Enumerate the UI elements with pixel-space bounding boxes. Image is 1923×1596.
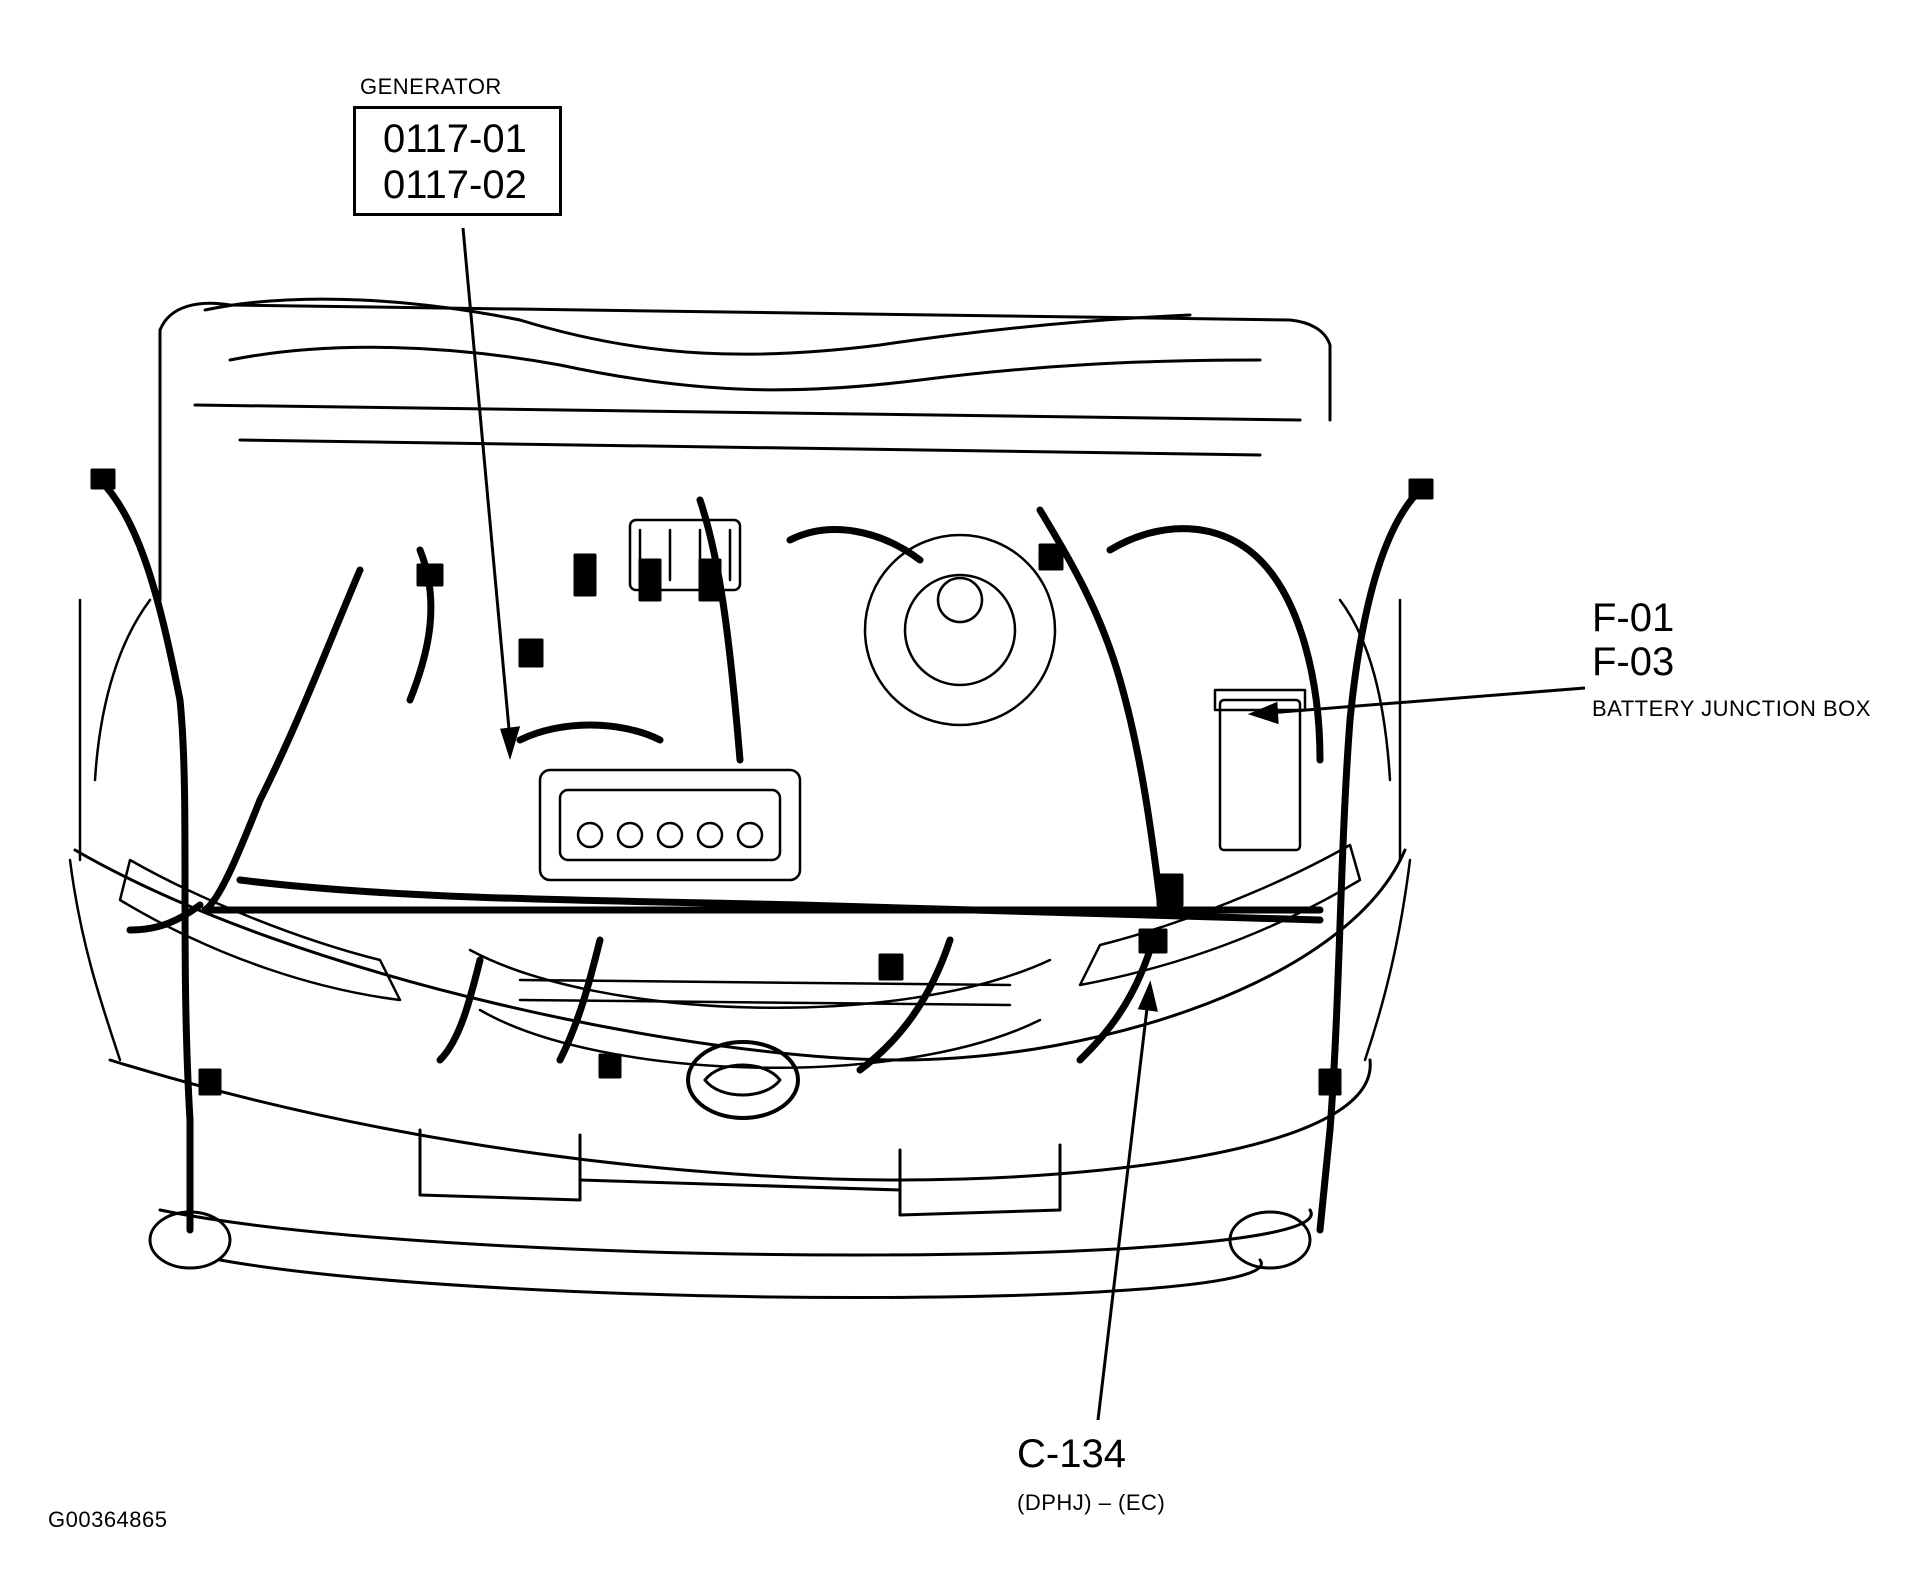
leader-lines xyxy=(461,227,1586,1421)
junction-box-code-1: F-01 xyxy=(1592,596,1675,640)
junction-box-leader-line xyxy=(1267,686,1586,715)
fender-outlines xyxy=(68,598,1412,1062)
connector-leader-line xyxy=(1096,999,1150,1421)
wiring-harness xyxy=(96,476,1424,1234)
connector-arrowhead xyxy=(1137,980,1158,1012)
generator-code-2: 0117-02 xyxy=(383,163,527,207)
generator-code-box: 0117-01 0117-02 xyxy=(353,106,562,216)
junction-box-code-2: F-03 xyxy=(1592,640,1675,684)
junction-box-label: BATTERY JUNCTION BOX xyxy=(1592,696,1871,721)
generator-arrowhead xyxy=(500,726,521,761)
figure-id: G00364865 xyxy=(48,1507,168,1532)
headlights xyxy=(118,843,1362,1002)
hood-outline xyxy=(158,297,1332,602)
generator-leader-line xyxy=(461,227,512,741)
engine-block xyxy=(538,518,1307,882)
connector-code: C-134 xyxy=(1017,1432,1126,1476)
connectors xyxy=(90,468,1434,1096)
grille xyxy=(468,948,1052,1120)
generator-code-1: 0117-01 xyxy=(383,117,527,161)
junction-box-arrowhead xyxy=(1247,701,1279,725)
generator-label: GENERATOR xyxy=(360,74,502,99)
connector-detail: (DPHJ) – (EC) xyxy=(1017,1490,1166,1515)
